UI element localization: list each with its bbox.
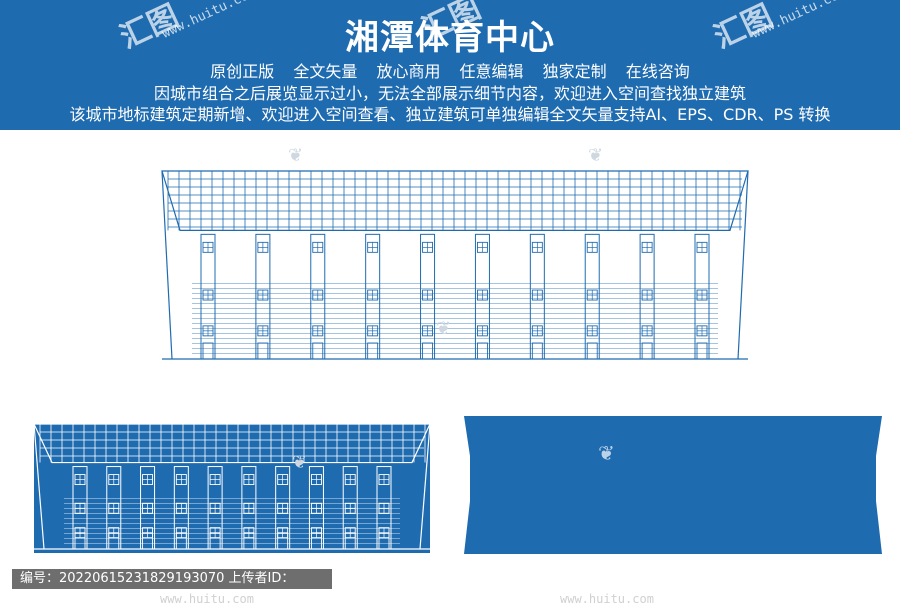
stadium-filled-drawing (33, 423, 431, 553)
notice-line: 因城市组合之后展览显示过小，无法全部展示细节内容，欢迎进入空间查找独立建筑 (153, 84, 746, 103)
page-title: 湘潭体育中心 (345, 18, 555, 58)
watermark-mark-icon: ❦ (436, 318, 452, 339)
svg-text:www.huitu.com: www.huitu.com (160, 592, 254, 605)
image-id-bar: 编号：20220615231829193070 上传者ID：1498066 (12, 569, 332, 606)
svg-text:www.huitu.com: www.huitu.com (560, 592, 654, 605)
feature-list: 原创正版 全文矢量 放心商用 任意编辑 独家定制 在线咨询 (210, 62, 690, 81)
header-banner: 汇图 www.huitu.com 汇图 汇图 www.huitu.com 湘潭体… (0, 0, 900, 130)
stadium-line-drawing (161, 170, 749, 360)
watermark-mark-icon: ❦ (292, 452, 308, 473)
watermark-mark-icon: ❦ (588, 145, 604, 166)
format-line: 该城市地标建筑定期新增、欢迎进入空间查看、独立建筑可单独编辑全文矢量支持AI、E… (69, 105, 831, 124)
stadium-silhouette: ❦ (464, 416, 882, 554)
svg-text:❦: ❦ (598, 441, 615, 465)
watermark-mark-icon: ❦ (288, 145, 304, 166)
footer-watermark: www.huitu.com www.huitu.com (160, 592, 654, 605)
